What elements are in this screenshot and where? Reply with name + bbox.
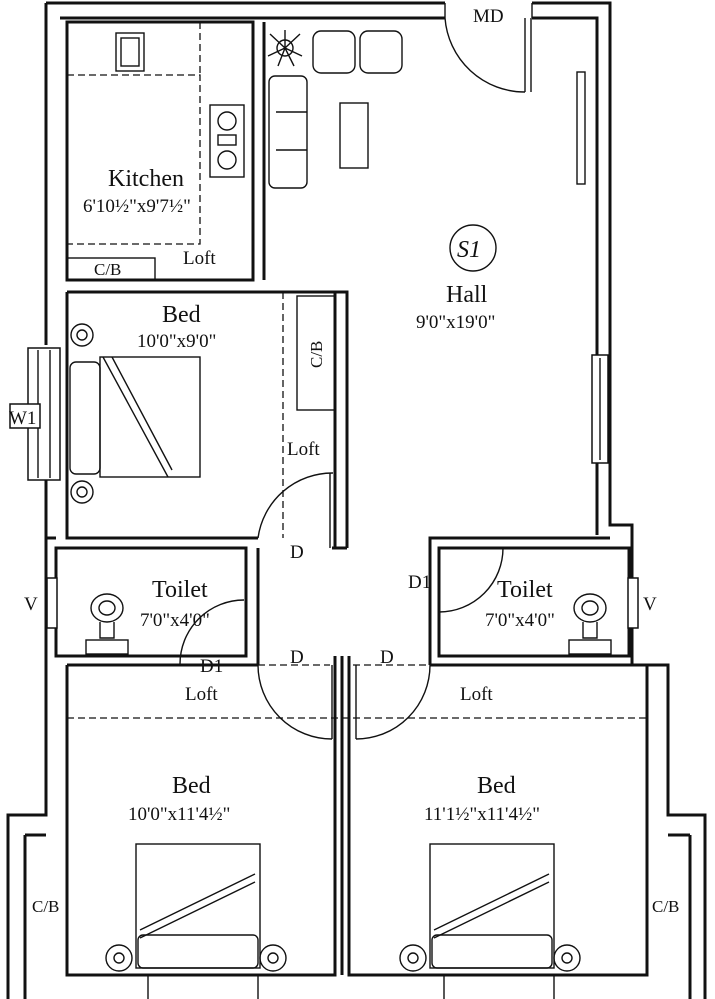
plant-icon <box>267 30 303 67</box>
loft-bed-lower-right: Loft <box>460 684 493 705</box>
door-bed-upper: D <box>290 542 304 563</box>
hall-labels: S1 Hall 9'0"x19'0" <box>416 224 497 333</box>
bed-lower-right-name: Bed <box>477 773 516 799</box>
cupboard-bed-lower-right: C/B <box>652 897 679 916</box>
door-toilet-right: D1 <box>408 572 431 593</box>
cupboard-kitchen: C/B <box>94 260 121 279</box>
bed-lower-left-dims: 10'0"x11'4½" <box>128 804 230 825</box>
toilet-left-room: V Toilet 7'0"x4'0" D1 <box>24 546 248 677</box>
window-w1: W1 <box>9 347 61 481</box>
bed-upper-dims: 10'0"x9'0" <box>137 331 216 352</box>
hall-tag: S1 <box>457 237 481 263</box>
kitchen-room: Kitchen 6'10½"x9'7½" C/B Loft <box>65 20 265 282</box>
main-door: MD <box>444 3 533 93</box>
ventilator-right: V <box>643 594 657 615</box>
cupboard-bed-upper: C/B <box>307 341 326 368</box>
hall-window <box>591 354 609 464</box>
toilet-right-dims: 7'0"x4'0" <box>485 610 555 631</box>
toilet-right-name: Toilet <box>497 577 553 603</box>
kitchen-dims: 6'10½"x9'7½" <box>83 196 191 217</box>
window-w1-label: W1 <box>9 408 36 429</box>
ventilator-left: V <box>24 594 38 615</box>
hall-name: Hall <box>446 282 488 308</box>
door-bed-lower-right: D <box>380 647 394 668</box>
door-bed-lower-left: D <box>290 647 304 668</box>
loft-bed-lower-left: Loft <box>185 684 218 705</box>
kitchen-name: Kitchen <box>108 166 184 192</box>
loft-kitchen: Loft <box>183 248 216 269</box>
bed-upper-room: Bed 10'0"x9'0" C/B Loft D <box>65 290 349 563</box>
loft-bed-upper: Loft <box>287 439 320 460</box>
hall-furniture <box>262 22 586 280</box>
toilet-left-name: Toilet <box>152 577 208 603</box>
cupboard-bed-lower-left: C/B <box>32 897 59 916</box>
bed-lower-left-name: Bed <box>172 773 211 799</box>
hall-dims: 9'0"x19'0" <box>416 312 495 333</box>
toilet-left-dims: 7'0"x4'0" <box>140 610 210 631</box>
corridor-walls <box>46 536 432 665</box>
bed-upper-name: Bed <box>162 302 201 328</box>
outer-walls <box>6 1 707 999</box>
toilet-right-room: V Toilet 7'0"x4'0" D1 <box>408 536 657 658</box>
bed-lower-right-room: Bed 11'1½"x11'4½" Loft D C/B <box>347 647 679 999</box>
main-door-label: MD <box>473 6 504 27</box>
bed-lower-left-room: Bed 10'0"x11'4½" Loft D C/B <box>32 647 647 999</box>
bed-lower-right-dims: 11'1½"x11'4½" <box>424 804 540 825</box>
